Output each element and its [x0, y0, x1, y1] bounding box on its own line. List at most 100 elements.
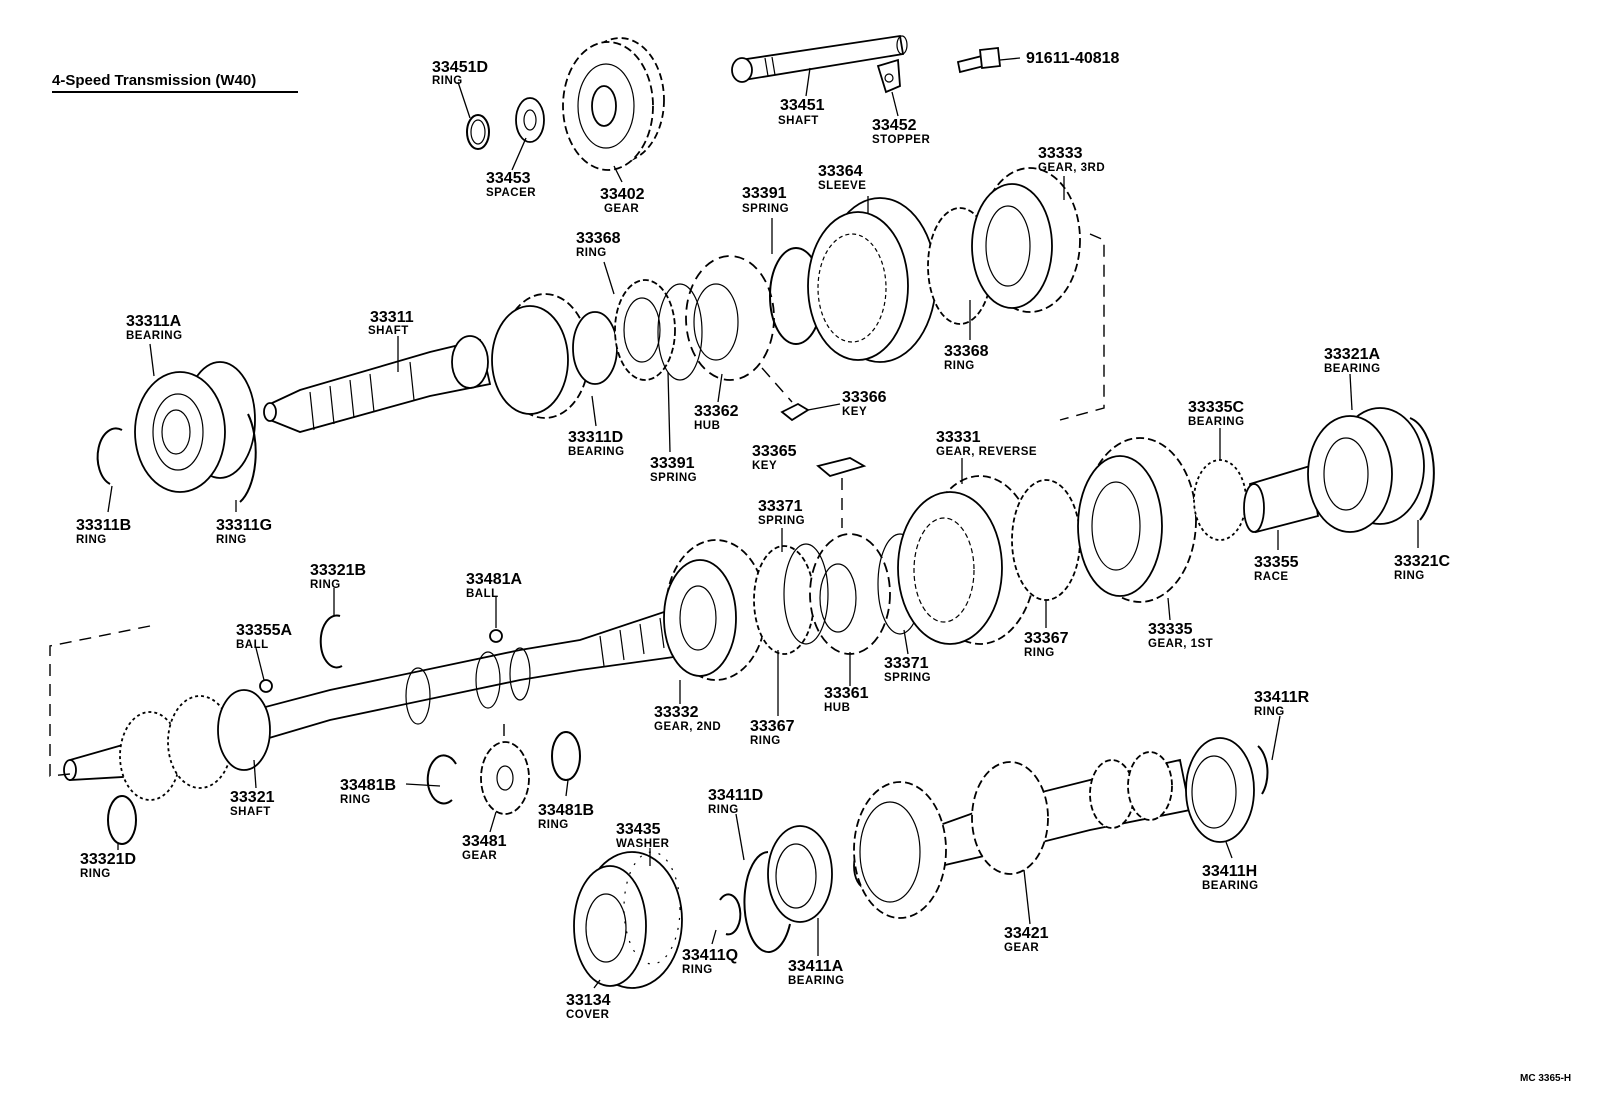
- gear-2nd-33332-drawing: [663, 539, 767, 681]
- ring-33311g-drawing: [239, 413, 257, 503]
- svg-text:33451D: 33451D: [432, 59, 488, 76]
- svg-text:33331: 33331: [936, 429, 981, 446]
- key-33365-drawing: [816, 457, 867, 477]
- svg-text:33391: 33391: [650, 455, 695, 472]
- svg-text:GEAR: GEAR: [1004, 942, 1039, 954]
- svg-text:SPRING: SPRING: [742, 203, 789, 215]
- svg-text:33411H: 33411H: [1202, 863, 1257, 880]
- svg-text:GEAR, 3RD: GEAR, 3RD: [1038, 162, 1105, 174]
- ring-33321d-drawing: [107, 795, 137, 845]
- drawing-code: MC 3365-H: [1520, 1073, 1571, 1084]
- ring-33321c-drawing: [1409, 417, 1435, 521]
- svg-text:RING: RING: [76, 534, 107, 546]
- svg-text:RING: RING: [750, 735, 781, 747]
- svg-text:33453: 33453: [486, 170, 531, 187]
- input-shaft-33311-drawing: [263, 335, 492, 433]
- svg-text:GEAR, 1ST: GEAR, 1ST: [1148, 638, 1213, 650]
- spacer-33453-drawing: [515, 97, 545, 143]
- svg-text:GEAR, REVERSE: GEAR, REVERSE: [936, 446, 1037, 458]
- part-drawings: [49, 34, 1435, 989]
- svg-text:33321C: 33321C: [1394, 553, 1450, 570]
- svg-text:33364: 33364: [818, 163, 863, 180]
- ring-33367-right-drawing: [1011, 479, 1081, 601]
- diagram-title: 4-Speed Transmission (W40): [52, 72, 298, 93]
- ring-33368-left-drawing: [614, 279, 676, 381]
- ring-33481b-right-drawing: [551, 731, 581, 781]
- stopper-33452-drawing: [876, 58, 901, 94]
- svg-text:33368: 33368: [576, 230, 621, 247]
- countershaft-gear-33421-drawing: [853, 751, 1192, 919]
- svg-text:33311D: 33311D: [568, 429, 623, 446]
- svg-text:33435: 33435: [616, 821, 661, 838]
- svg-text:GEAR, 2ND: GEAR, 2ND: [654, 721, 721, 733]
- svg-text:BEARING: BEARING: [126, 330, 183, 342]
- svg-text:RING: RING: [1394, 570, 1425, 582]
- svg-text:KEY: KEY: [842, 406, 867, 418]
- svg-text:BEARING: BEARING: [568, 446, 625, 458]
- svg-text:33311A: 33311A: [126, 313, 182, 330]
- svg-text:33311B: 33311B: [76, 517, 131, 534]
- svg-text:WASHER: WASHER: [616, 838, 670, 850]
- shaft-33451-drawing: [731, 34, 908, 83]
- svg-text:RING: RING: [216, 534, 247, 546]
- svg-text:33452: 33452: [872, 117, 917, 134]
- svg-text:SHAFT: SHAFT: [778, 115, 819, 127]
- svg-text:RING: RING: [538, 819, 569, 831]
- svg-text:33391: 33391: [742, 185, 787, 202]
- svg-text:33411R: 33411R: [1254, 689, 1310, 706]
- svg-text:KEY: KEY: [752, 460, 777, 472]
- cover-33134-drawing: [573, 851, 683, 989]
- svg-text:RING: RING: [1254, 706, 1285, 718]
- bearing-33335c-drawing: [1193, 459, 1247, 541]
- svg-text:33367: 33367: [1024, 630, 1069, 647]
- gear-33481-drawing: [480, 741, 530, 815]
- sleeve-33364-drawing: [807, 197, 937, 363]
- svg-text:RING: RING: [1024, 647, 1055, 659]
- callout-91611-40818: 91611-40818: [1026, 50, 1120, 67]
- svg-text:33321B: 33321B: [310, 562, 366, 579]
- main-drive-gear-drawing: [491, 293, 618, 419]
- svg-text:33333: 33333: [1038, 145, 1083, 162]
- svg-text:33311G: 33311G: [216, 517, 272, 534]
- svg-text:33371: 33371: [758, 498, 803, 515]
- diagram-title-text: 4-Speed Transmission (W40): [52, 72, 256, 89]
- ball-33355a-drawing: [259, 679, 273, 693]
- key-33366-drawing: [780, 402, 810, 422]
- gear-3rd-33333-drawing: [971, 167, 1081, 313]
- svg-text:33451: 33451: [780, 97, 825, 114]
- svg-text:BEARING: BEARING: [1188, 416, 1245, 428]
- bearing-33311a-drawing: [134, 361, 256, 493]
- svg-text:RING: RING: [576, 247, 607, 259]
- svg-text:SPRING: SPRING: [884, 672, 931, 684]
- svg-text:33371: 33371: [884, 655, 929, 672]
- svg-text:33421: 33421: [1004, 925, 1049, 942]
- svg-text:33365: 33365: [752, 443, 797, 460]
- svg-text:RING: RING: [310, 579, 341, 591]
